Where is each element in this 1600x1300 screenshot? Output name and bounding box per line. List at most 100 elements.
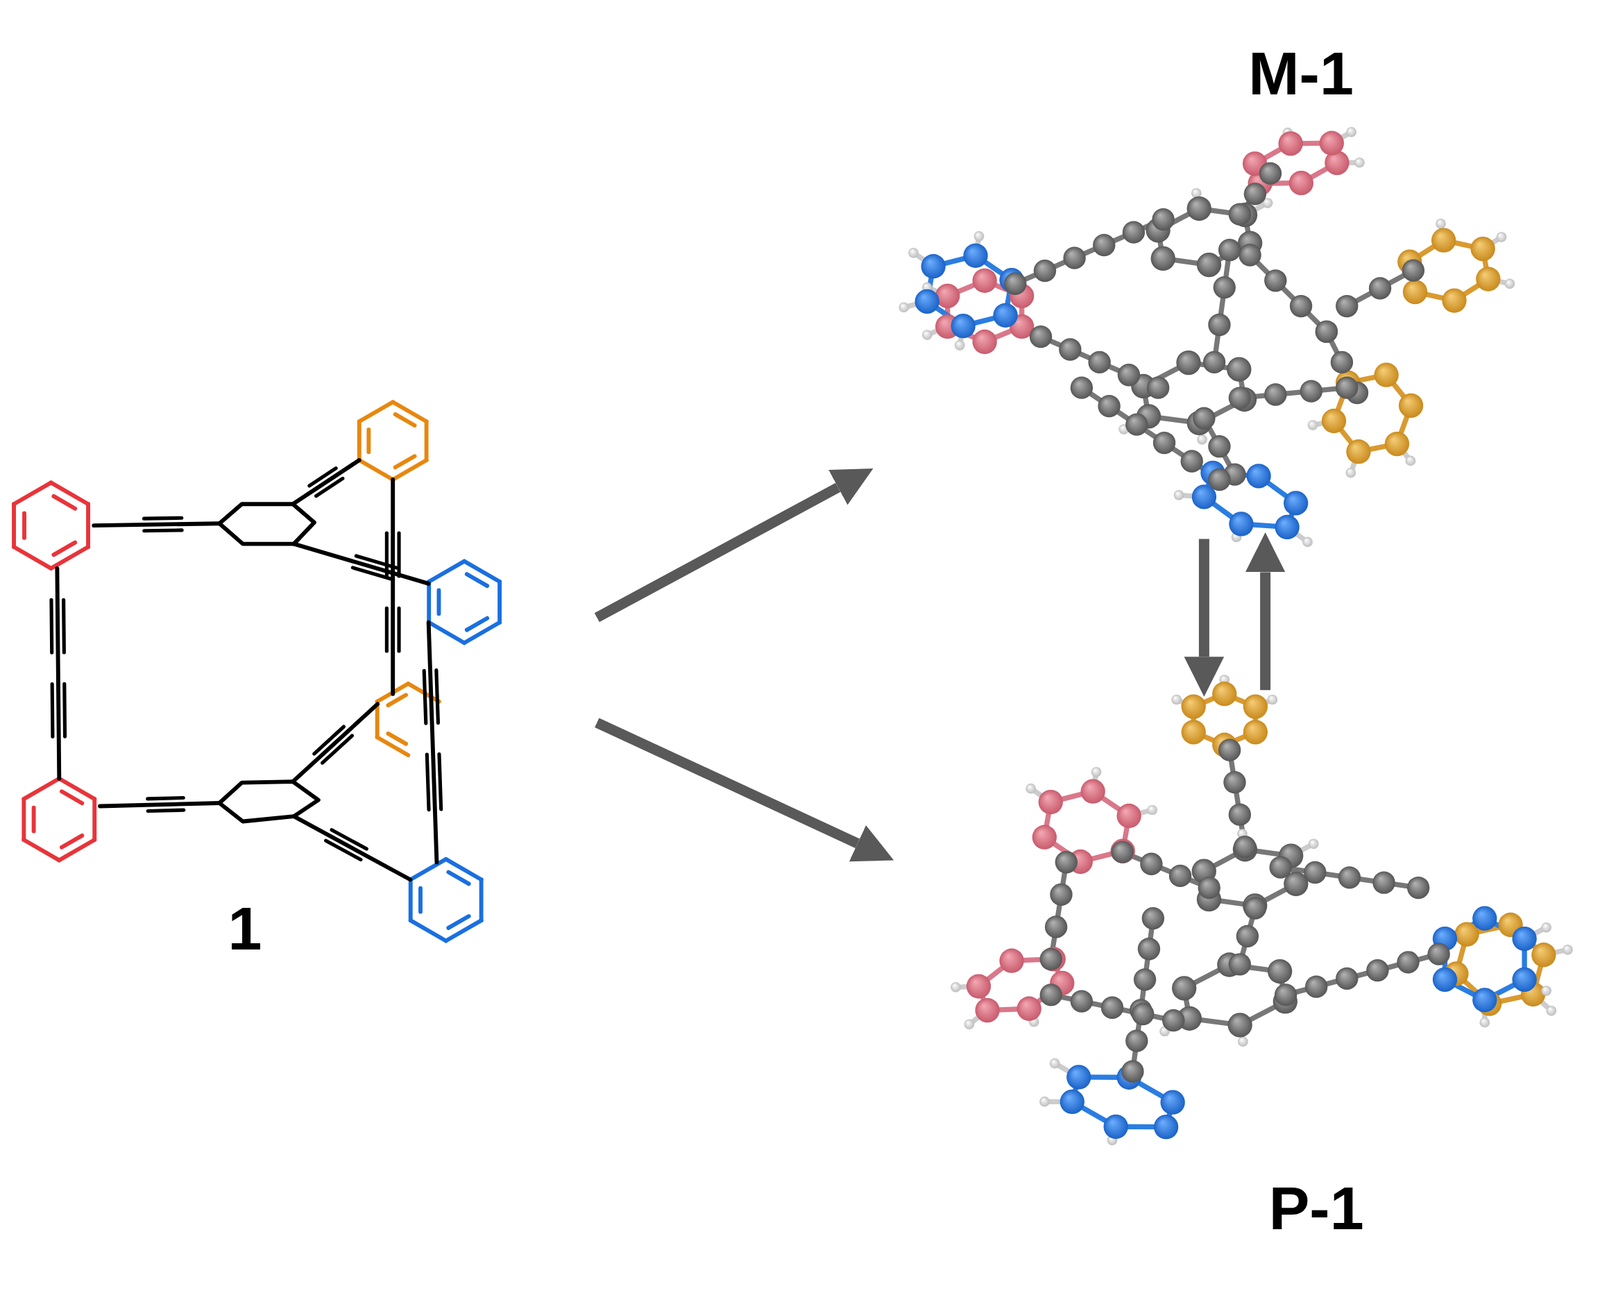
atom-ball [898,301,909,313]
bond-line [294,543,429,584]
bond-line [426,754,429,810]
atom-ball [1335,376,1358,399]
atom-ball [1171,975,1197,1000]
atom-ball [1562,944,1573,955]
atom-ball [1003,272,1027,295]
atom-ball [1302,537,1313,548]
bond-line [13,546,51,569]
bond-line [23,778,59,799]
atom-ball [1346,126,1357,138]
bond-line [426,581,431,623]
bond-line [61,599,66,653]
atom-ball [1354,157,1365,168]
atom-ball [1407,876,1430,899]
atom-ball [1146,804,1158,816]
bond-line [292,460,360,504]
bond-line [49,599,54,653]
bond-line [446,858,482,880]
atom-ball [1062,246,1086,269]
atom-ball [1122,220,1145,243]
atom-ball [1033,259,1057,282]
atom-ball [1269,855,1292,878]
atom-ball [1040,983,1063,1006]
atom-ball [1081,779,1106,804]
bond-line [410,858,447,880]
bond-stick [1250,255,1327,332]
bond-line [466,573,488,586]
compound-label: P-1 [1269,1177,1365,1239]
benzene-ring [219,781,319,821]
bond-stick [1051,861,1067,959]
atom-ball [1402,258,1425,282]
bond-line [92,798,97,840]
bond-line [292,703,378,782]
atom-ball [1283,490,1308,515]
bond-line [355,555,397,568]
bond-line [436,670,439,723]
bond-line [21,798,26,840]
atom-ball [1153,431,1176,454]
atom-ball [972,268,998,293]
atom-ball [1117,803,1142,828]
bond-line [31,807,37,832]
atom-ball [1264,269,1287,292]
bond-line [392,460,427,480]
atom-ball [922,329,933,340]
bond-line [23,839,59,860]
atom-ball [1097,394,1120,417]
bond-line [58,778,95,799]
ball-stick-model [950,674,1573,1145]
bond-line [309,468,336,486]
bond-line [446,920,482,941]
atom-ball [1228,952,1251,975]
atom-ball [1212,681,1237,706]
atom-ball [1441,287,1467,313]
atom-ball [1246,463,1271,488]
bond-line [428,561,465,582]
atom-ball [1398,393,1424,418]
bond-line [396,607,401,651]
bond-line [359,460,393,480]
atom-ball [1267,958,1292,984]
atom-ball [1169,864,1192,887]
bond-line [439,754,442,810]
bond-line [51,546,89,569]
atom-ball [1321,408,1347,433]
bond-line [294,815,411,880]
atom-ball [1180,449,1204,472]
atom-ball [1244,896,1267,919]
bond-line [437,589,442,614]
atom-ball [966,973,991,998]
atom-ball [1319,131,1344,156]
atom-ball [992,303,1018,328]
atom-ball [1531,942,1556,967]
atom-ball [1226,356,1251,381]
atom-ball [1315,320,1338,343]
bond-line [428,622,465,643]
atom-ball [1431,228,1456,253]
bond-stick [1081,387,1220,480]
atom-ball [1207,435,1231,458]
atom-ball [1066,1064,1091,1089]
atom-ball [963,243,988,268]
atom-ball [1470,236,1496,261]
atom-ball [1125,1028,1148,1052]
bond-sticks [904,131,1510,542]
atom-ball [1228,203,1251,226]
atom-ball [1055,850,1078,873]
atom-ball [1203,351,1226,374]
atom-ball [1101,996,1124,1019]
bond-line [11,503,16,547]
atom-ball [1223,770,1246,794]
atom-ball [1044,915,1068,938]
atom-ball [1040,947,1063,970]
atom-ball [1472,906,1497,931]
atom-ball [1196,252,1222,277]
atom-ball [1338,865,1361,889]
bond-stick [1015,219,1163,284]
ball-stick-model [898,126,1515,547]
atom-ball [1479,1017,1490,1028]
atom-ball [1427,942,1450,965]
bond-line [314,726,345,754]
